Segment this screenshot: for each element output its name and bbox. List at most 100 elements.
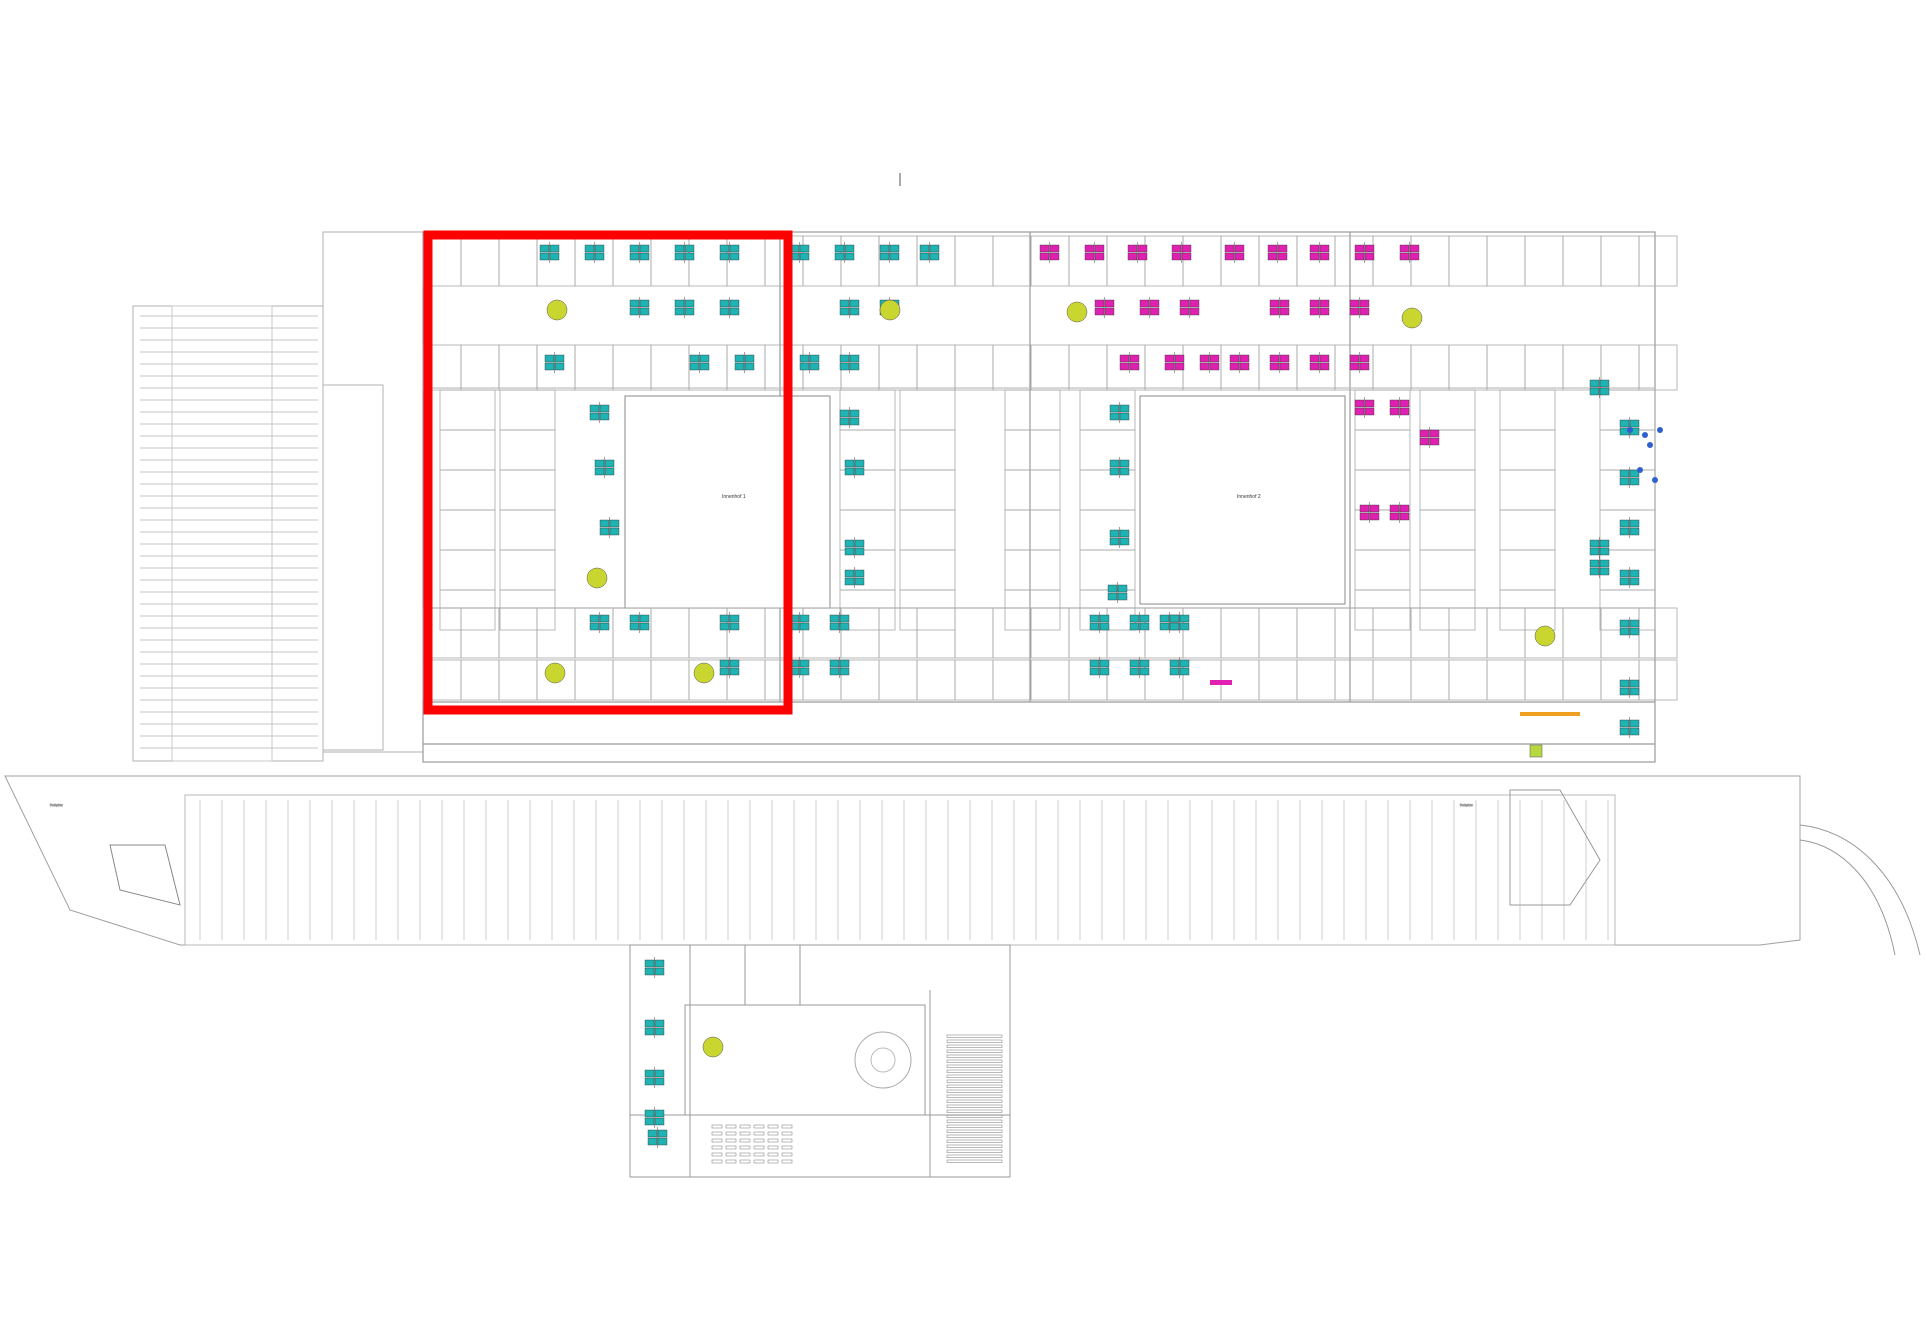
desk (799, 614, 810, 623)
desk (719, 667, 730, 676)
desk (589, 622, 600, 631)
desk (599, 614, 610, 623)
desk (654, 1027, 665, 1036)
desk (1189, 307, 1200, 316)
desk (1589, 567, 1600, 576)
desk (844, 467, 855, 476)
room (499, 469, 556, 511)
desk (1419, 429, 1430, 438)
desk (1137, 252, 1148, 261)
room (839, 589, 896, 631)
desk-cluster (719, 242, 740, 263)
desk (839, 299, 850, 308)
desk (719, 299, 730, 308)
room (1004, 589, 1061, 631)
desk (1179, 667, 1190, 676)
seat-row (946, 1129, 1003, 1133)
desk-cluster (789, 242, 810, 263)
desk (799, 362, 810, 371)
desk (1619, 469, 1630, 478)
round-table (1534, 625, 1556, 647)
desk (1119, 529, 1130, 538)
desk-cluster (1089, 657, 1110, 678)
desk (654, 1077, 665, 1086)
desk-cluster (1039, 242, 1060, 263)
desk (1619, 519, 1630, 528)
seat-row (946, 1074, 1003, 1078)
classroom-seat (753, 1159, 765, 1164)
desk (844, 252, 855, 261)
room (1372, 344, 1412, 391)
desk (854, 569, 865, 578)
desk-cluster (844, 567, 865, 588)
desk (834, 252, 845, 261)
desk-cluster (734, 352, 755, 373)
desk (849, 299, 860, 308)
desk (1234, 252, 1245, 261)
desk-cluster (1089, 612, 1110, 633)
desk (729, 252, 740, 261)
desk-cluster (1109, 402, 1130, 423)
room (1220, 235, 1260, 287)
room (1004, 509, 1061, 551)
desk (1389, 512, 1400, 521)
desk (1399, 407, 1410, 416)
desk (1399, 512, 1410, 521)
desk-cluster (1139, 297, 1160, 318)
room (498, 344, 538, 391)
desk (839, 417, 850, 426)
desk (1199, 362, 1210, 371)
desk (644, 1117, 655, 1126)
room (1448, 235, 1488, 287)
desk (1279, 299, 1290, 308)
desk (1119, 459, 1130, 468)
desk-cluster (719, 657, 740, 678)
desk (729, 244, 740, 253)
counter (1520, 712, 1580, 716)
desk (1629, 477, 1640, 486)
desk (629, 307, 640, 316)
desk (1129, 622, 1140, 631)
desk (657, 1129, 668, 1138)
desk-cluster (829, 657, 850, 678)
desk (654, 1019, 665, 1028)
room (899, 469, 956, 511)
desk (1309, 354, 1320, 363)
room (878, 659, 918, 701)
desk (654, 967, 665, 976)
desk (1099, 659, 1110, 668)
room (1638, 607, 1678, 659)
desk-cluster (1169, 657, 1190, 678)
desk (654, 1109, 665, 1118)
desk (1319, 252, 1330, 261)
desk (1109, 467, 1120, 476)
desk (889, 244, 900, 253)
room (1372, 235, 1412, 287)
desk (844, 539, 855, 548)
desk (1419, 437, 1430, 446)
desk-cluster (689, 352, 710, 373)
desk (1364, 399, 1375, 408)
room (992, 235, 1032, 287)
desk-cluster (1129, 612, 1150, 633)
desk (589, 614, 600, 623)
classroom-seat (767, 1159, 779, 1164)
seat-row (946, 1049, 1003, 1053)
desk (584, 244, 595, 253)
desk (1109, 529, 1120, 538)
classroom-seat (711, 1159, 723, 1164)
desk (1119, 412, 1130, 421)
desk (844, 577, 855, 586)
room (1334, 659, 1374, 701)
desk (849, 362, 860, 371)
desk (1139, 299, 1150, 308)
desk (1277, 244, 1288, 253)
desk (799, 667, 810, 676)
desk (889, 252, 900, 261)
desk (799, 252, 810, 261)
desk (1179, 299, 1190, 308)
desk (1174, 362, 1185, 371)
desk (674, 252, 685, 261)
desk-cluster (799, 352, 820, 373)
round-table (586, 567, 608, 589)
